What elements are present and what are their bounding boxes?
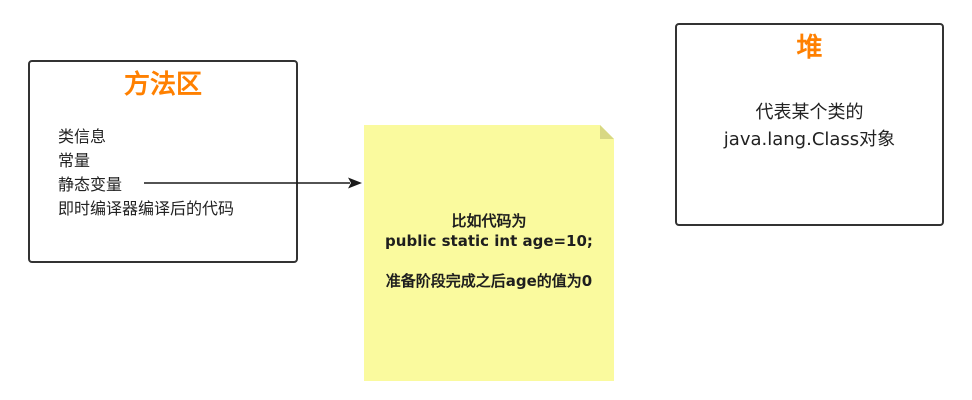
note-line-3: 准备阶段完成之后age的值为0 — [385, 272, 593, 290]
heap-description-line-2: java.lang.Class对象 — [723, 129, 896, 150]
sticky-note-text: 比如代码为 public static int age=10; 准备阶段完成之后… — [364, 211, 614, 291]
note-spacer — [364, 251, 614, 271]
method-area-list: 类信息 常量 静态变量 即时编译器编译后的代码 — [58, 125, 234, 221]
method-area-item-static-vars: 静态变量 — [58, 175, 123, 194]
method-area-item-constants: 常量 — [58, 151, 91, 170]
method-area-title: 方法区 — [123, 70, 202, 100]
heap-description-line-1: 代表某个类的 — [755, 102, 864, 123]
method-area-item-class-info: 类信息 — [58, 127, 107, 146]
sticky-note-shape — [364, 125, 614, 381]
heap-description: 代表某个类的 java.lang.Class对象 — [677, 99, 942, 153]
sticky-note[interactable]: 比如代码为 public static int age=10; 准备阶段完成之后… — [364, 125, 614, 381]
sticky-note-fold — [600, 125, 614, 139]
note-line-2: public static int age=10; — [385, 232, 593, 250]
method-area-item-jit-code: 即时编译器编译后的代码 — [58, 199, 235, 218]
heap-title: 堆 — [796, 33, 823, 63]
sticky-note-body — [364, 125, 614, 381]
heap-box[interactable]: 堆 代表某个类的 java.lang.Class对象 — [675, 23, 944, 226]
connector-arrow-head — [348, 177, 362, 189]
note-line-1: 比如代码为 — [451, 212, 527, 230]
method-area-box[interactable]: 方法区 类信息 常量 静态变量 即时编译器编译后的代码 — [28, 60, 298, 263]
